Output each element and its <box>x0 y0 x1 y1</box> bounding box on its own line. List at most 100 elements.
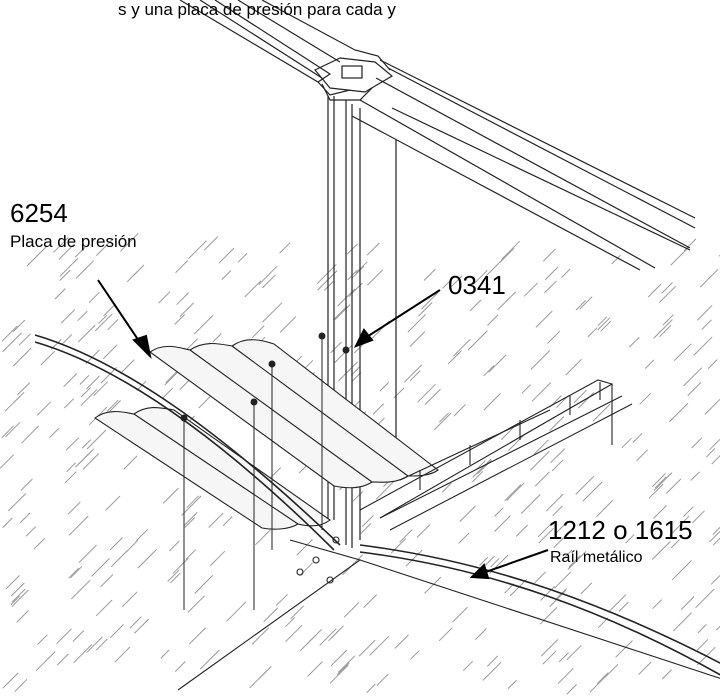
hatch-stroke <box>566 684 577 695</box>
hatch-stroke <box>262 274 276 289</box>
hatch-stroke <box>472 458 492 478</box>
hatch-stroke <box>507 679 517 689</box>
hatch-stroke <box>100 574 114 588</box>
hatch-stroke <box>652 473 666 487</box>
hatch-stroke <box>329 664 349 684</box>
hatch-stroke <box>11 582 25 597</box>
hatch-stroke <box>410 650 420 660</box>
hatch-stroke <box>323 281 334 291</box>
hatch-stroke <box>26 246 47 267</box>
hatch-stroke <box>672 612 692 632</box>
hatch-stroke <box>544 280 557 294</box>
hatch-stroke <box>244 280 262 298</box>
hatch-stroke <box>477 459 493 475</box>
hatch-stroke <box>550 448 566 464</box>
hatch-stroke <box>442 275 456 289</box>
hatch-stroke <box>110 550 128 568</box>
hatch-stroke <box>263 607 279 623</box>
hatch-stroke <box>93 381 109 397</box>
hatch-stroke <box>535 310 553 328</box>
hatch-stroke <box>417 383 436 403</box>
hatch-stroke <box>409 331 426 347</box>
hatch-stroke <box>212 333 222 343</box>
hatch-stroke <box>269 467 282 480</box>
hatch-stroke <box>103 303 117 317</box>
hatch-stroke <box>665 478 682 494</box>
hatch-stroke <box>95 599 113 617</box>
hatch-stroke <box>537 521 554 538</box>
hatch-stroke <box>54 288 66 300</box>
hatch-stroke <box>670 247 689 266</box>
hatch-stroke <box>659 324 672 338</box>
hatch-stroke <box>33 538 46 550</box>
hatch-stroke <box>95 238 114 257</box>
hatch-stroke <box>123 455 138 470</box>
hatch-stroke <box>577 392 595 409</box>
hatch-stroke <box>330 341 342 354</box>
hatch-stroke <box>208 512 224 528</box>
hatch-stroke <box>187 595 205 613</box>
roof-bar-right <box>351 59 696 271</box>
hatch-stroke <box>56 628 72 645</box>
hatch-stroke <box>59 269 71 281</box>
hatch-stroke <box>658 285 677 303</box>
hatch-stroke <box>36 401 52 416</box>
hatch-stroke <box>94 313 113 332</box>
hatch-stroke <box>544 266 559 281</box>
hatch-stroke <box>653 472 673 491</box>
hatch-stroke <box>1 425 14 439</box>
hatch-stroke <box>668 402 689 423</box>
hatch-stroke <box>366 683 376 693</box>
hatch-stroke <box>462 660 474 672</box>
hatch-stroke <box>715 625 720 631</box>
hatch-stroke <box>639 392 652 405</box>
hatch-stroke <box>611 254 621 265</box>
hatch-stroke <box>508 433 526 451</box>
hatch-stroke <box>438 412 450 423</box>
hatch-stroke <box>345 554 364 573</box>
hatch-stroke <box>258 265 278 285</box>
header-fragment: s y una placa de presión para cada y <box>118 0 396 19</box>
hatch-stroke <box>337 655 356 673</box>
hatch-stroke <box>279 316 297 333</box>
hatch-stroke <box>61 334 73 345</box>
hatch-stroke <box>529 450 550 471</box>
pressure-plate-lower <box>94 406 331 530</box>
hatch-stroke <box>596 672 609 685</box>
hatch-stroke <box>706 447 716 458</box>
hatch-stroke <box>172 557 189 575</box>
hatch-stroke <box>319 628 337 646</box>
hatch-stroke <box>67 501 81 515</box>
hatch-stroke <box>644 359 655 369</box>
hatch-stroke <box>176 292 190 306</box>
hatch-stroke <box>661 282 673 294</box>
hatch-stroke <box>494 507 504 517</box>
hatch-stroke <box>251 325 265 339</box>
hatch-stroke <box>553 537 564 548</box>
hatch-stroke <box>64 471 77 484</box>
hatch-stroke <box>479 556 489 566</box>
hatch-stroke <box>582 481 603 502</box>
hatch-stroke <box>13 391 25 403</box>
hatch-stroke <box>693 336 713 356</box>
hatch-stroke <box>615 640 633 658</box>
hatch-stroke <box>80 387 92 398</box>
hatch-stroke <box>198 395 212 409</box>
hatch-stroke <box>80 388 98 407</box>
hatch-stroke <box>554 523 566 535</box>
hatch-stroke <box>494 515 511 532</box>
gable-framework <box>359 379 633 531</box>
hatch-stroke <box>363 594 378 609</box>
hatch-stroke <box>188 627 206 645</box>
hatch-stroke <box>181 495 202 516</box>
hatch-stroke <box>608 594 627 613</box>
hatch-stroke <box>285 616 296 628</box>
hatch-stroke <box>100 367 117 384</box>
hatch-stroke <box>179 302 194 318</box>
hatch-stroke <box>542 650 557 665</box>
hatch-stroke <box>343 602 360 618</box>
hatch-stroke <box>394 634 409 649</box>
hatch-stroke <box>175 260 189 274</box>
hatch-stroke <box>7 493 27 512</box>
hatch-stroke <box>1 325 18 342</box>
